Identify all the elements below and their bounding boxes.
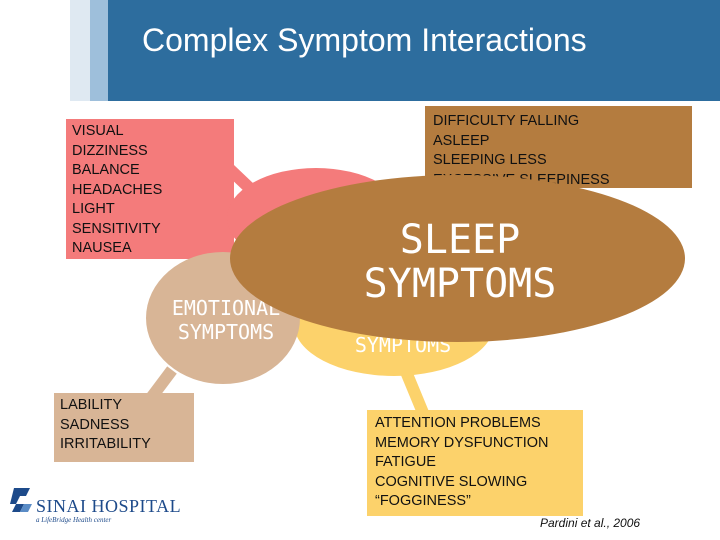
label-line: SLEEP	[399, 217, 521, 263]
list-item: SENSITIVITY	[72, 220, 161, 237]
list-item: BALANCE	[72, 162, 140, 178]
physical-symptoms-list: VISUAL DIZZINESS BALANCE HEADACHES LIGHT…	[66, 119, 234, 259]
list-item: “FOGGINESS”	[375, 493, 471, 509]
list-item: SLEEPING LESS	[433, 152, 547, 168]
list-item: LIGHT	[72, 201, 115, 217]
list-item: ASLEEP	[433, 132, 490, 149]
sinai-hospital-logo-icon	[10, 488, 32, 512]
list-item: DIFFICULTY FALLING	[433, 113, 580, 129]
list-item: LABILITY	[60, 397, 123, 413]
list-item: NAUSEA	[72, 240, 132, 256]
list-item: VISUAL	[72, 123, 124, 139]
sleep-symptoms-ellipse	[230, 175, 685, 342]
emotional-symptoms-list: LABILITY SADNESS IRRITABILITY	[54, 393, 194, 462]
list-item: ATTENTION PROBLEMS	[375, 415, 541, 431]
citation: Pardini et al., 2006	[540, 516, 641, 530]
list-item: HEADACHES	[72, 181, 163, 198]
logo-name: SINAI HOSPITAL	[36, 496, 182, 516]
logo-tagline: a LifeBridge Health center	[36, 516, 112, 524]
label-line: SYMPTOMS	[177, 320, 275, 344]
sleep-symptoms-label: SLEEP SYMPTOMS	[300, 218, 620, 306]
header-decoration	[0, 0, 108, 101]
label-line: SYMPTOMS	[363, 261, 557, 307]
list-item: IRRITABILITY	[60, 436, 151, 452]
slide-title: Complex Symptom Interactions	[142, 22, 587, 58]
list-item: SADNESS	[60, 416, 130, 433]
cognitive-symptoms-list: ATTENTION PROBLEMS MEMORY DYSFUNCTION FA…	[367, 410, 583, 516]
list-item: COGNITIVE SLOWING	[375, 473, 528, 490]
header-band	[0, 0, 720, 101]
list-item: DIZZINESS	[72, 142, 148, 159]
list-item: MEMORY DYSFUNCTION	[375, 434, 549, 451]
list-item: FATIGUE	[375, 454, 436, 470]
